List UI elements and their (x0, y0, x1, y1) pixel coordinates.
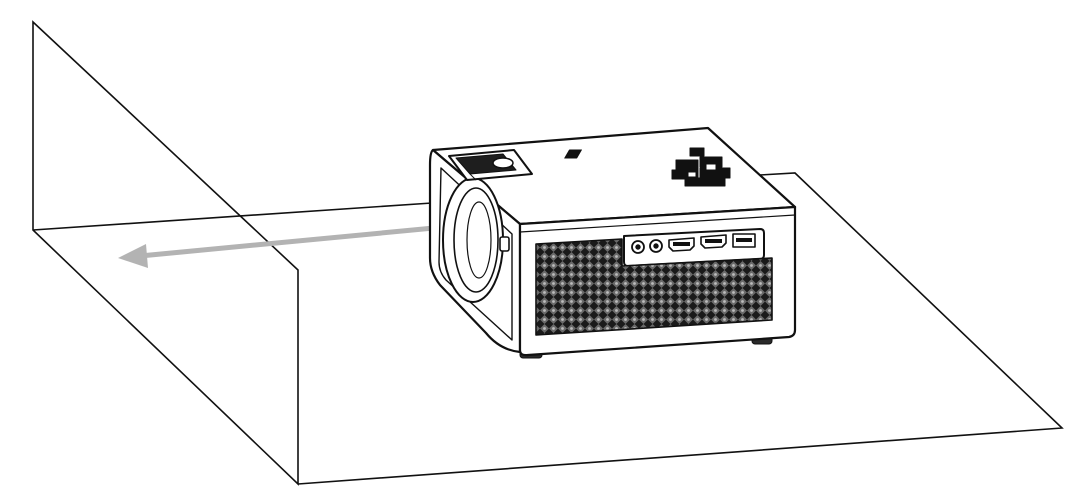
floor-plane (32, 172, 1064, 485)
projector (428, 126, 797, 359)
keypad (564, 147, 731, 187)
hdmi-port (668, 237, 695, 252)
av-jack (631, 240, 645, 254)
focus-wheel-panel (448, 149, 533, 181)
usb-port (732, 233, 756, 248)
av-jack (649, 239, 663, 253)
power-button (499, 236, 510, 252)
vent-grille (535, 238, 773, 336)
hdmi-port (700, 234, 727, 249)
projection-direction-arrow (118, 223, 458, 268)
lens (442, 177, 504, 303)
io-port-panel (623, 228, 765, 267)
